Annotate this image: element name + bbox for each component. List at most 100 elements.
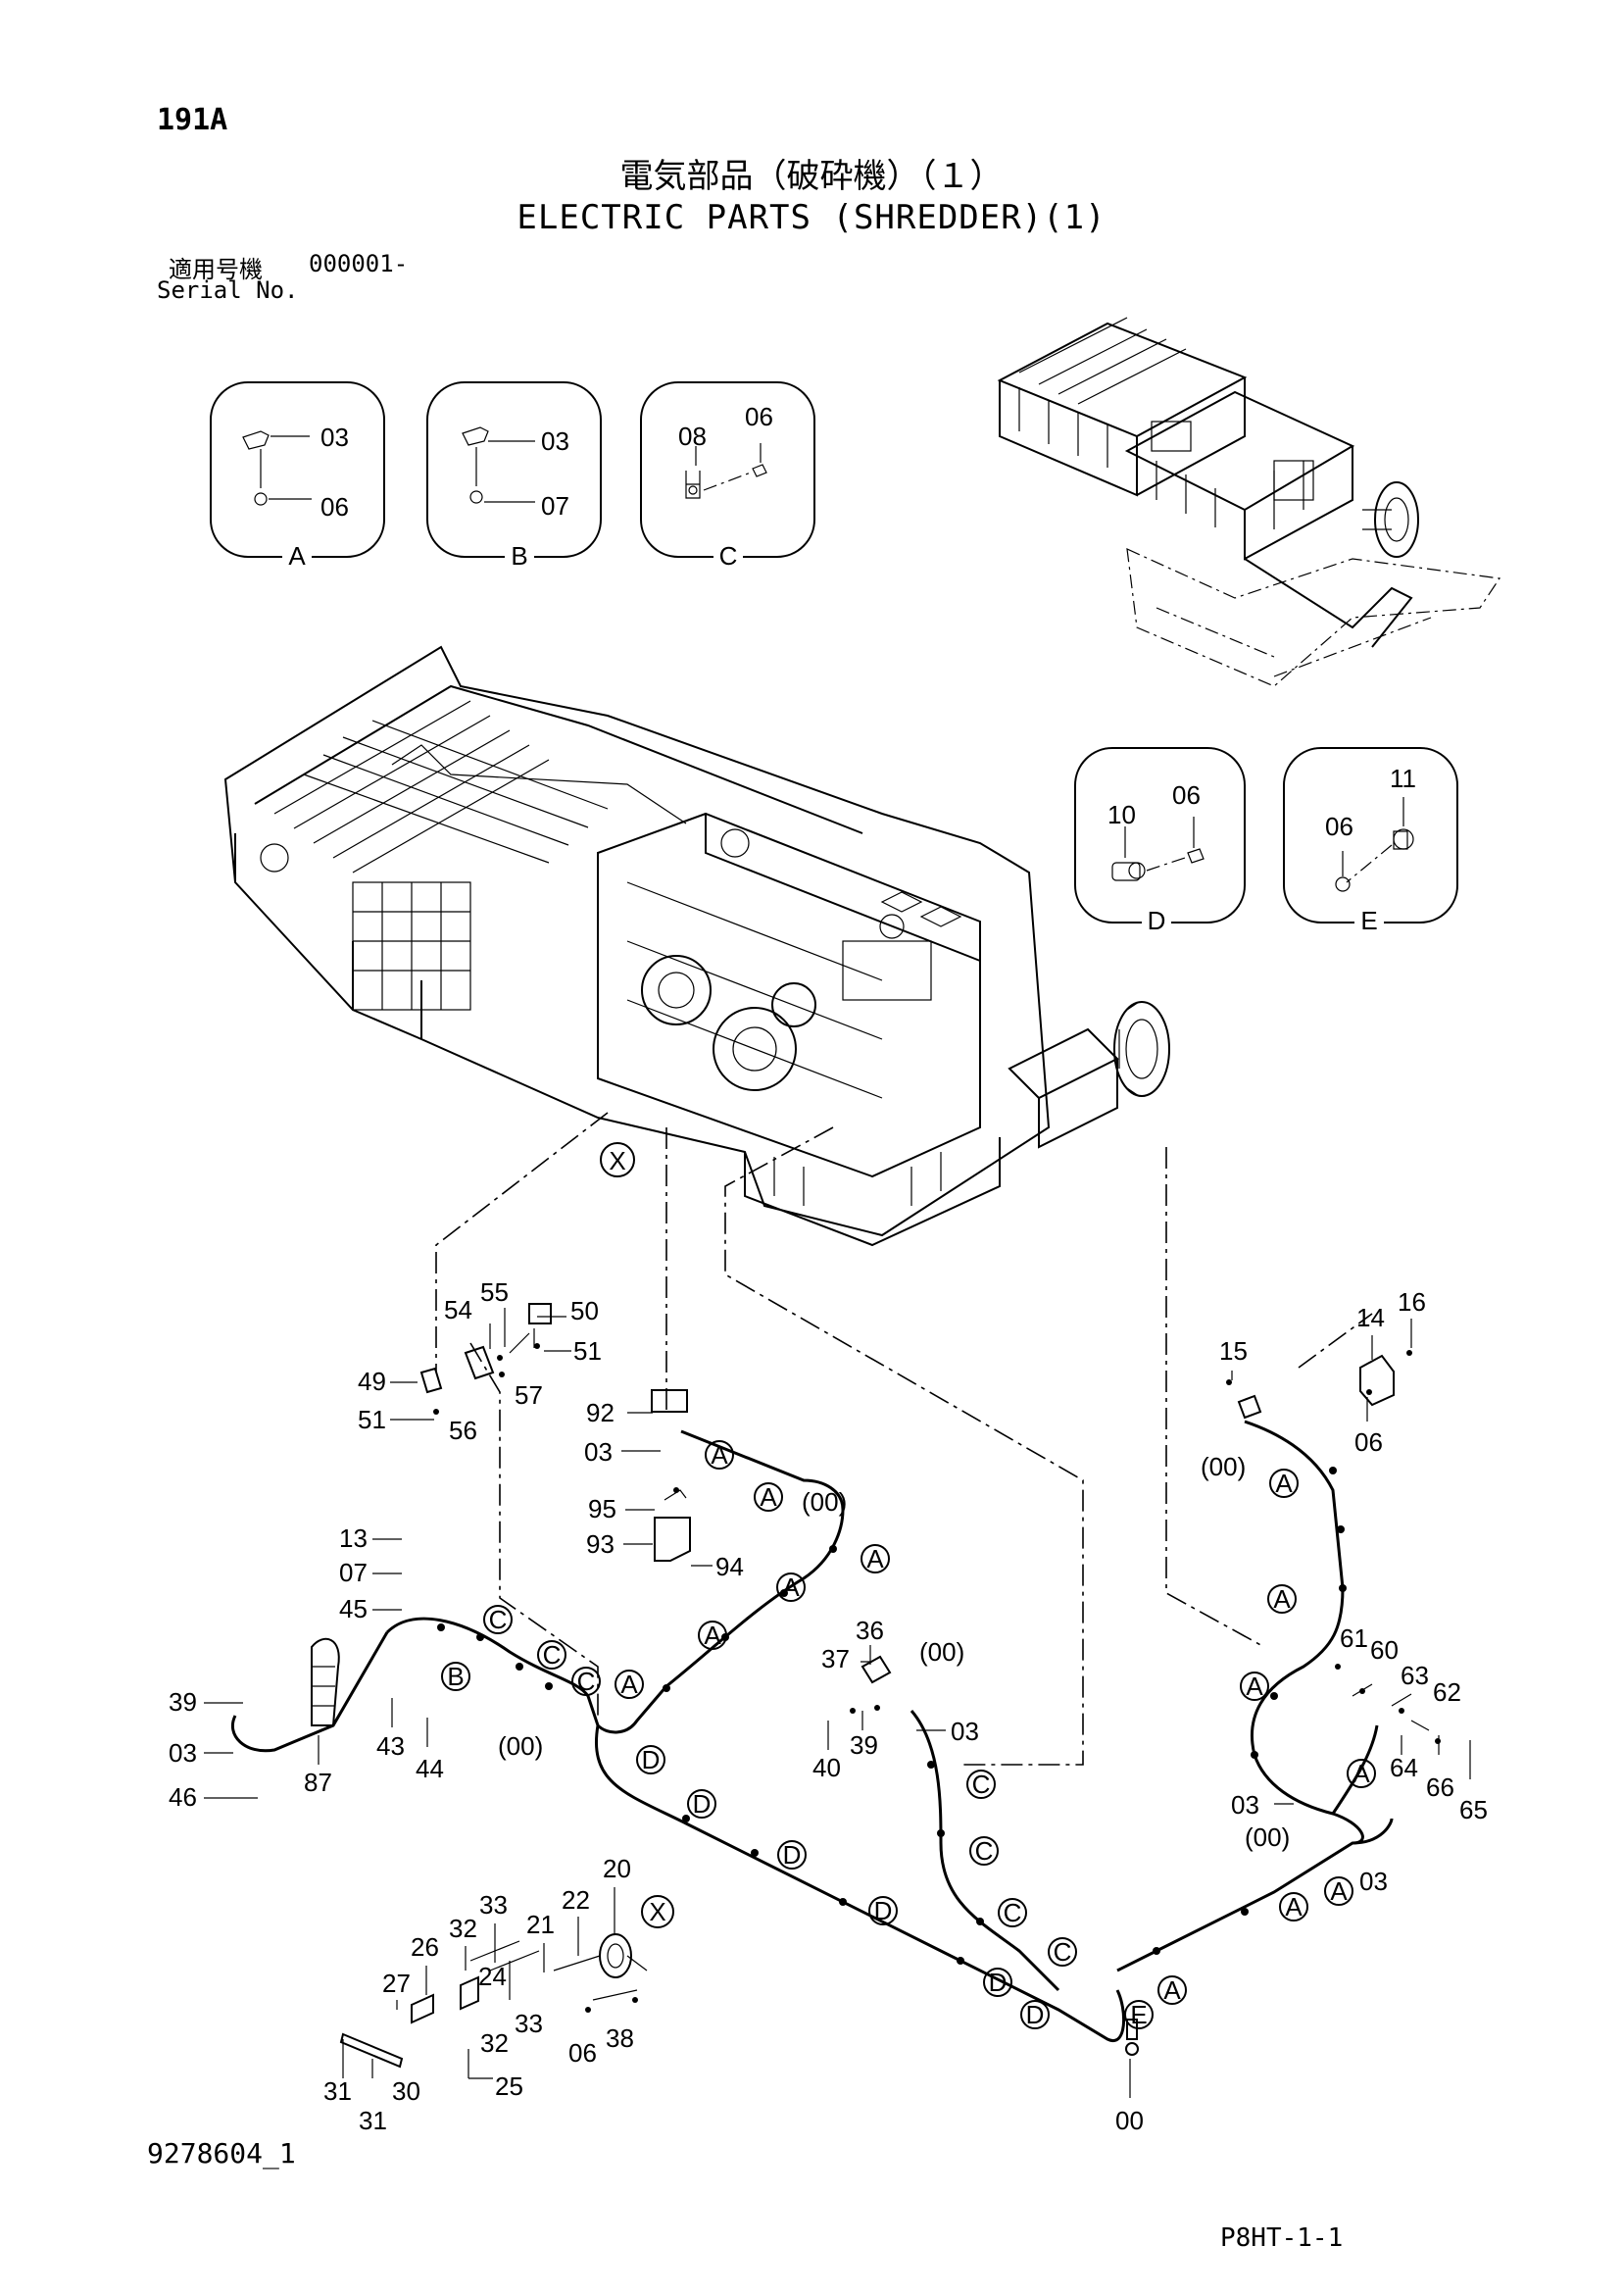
clip-marker-a: A — [698, 1621, 727, 1650]
part-label: 62 — [1433, 1677, 1461, 1707]
svg-text:A: A — [782, 1572, 800, 1602]
svg-text:A: A — [866, 1544, 884, 1573]
clip-marker-a: A — [615, 1670, 644, 1699]
part-label: 49 — [358, 1367, 386, 1396]
part-label: 44 — [416, 1754, 444, 1783]
svg-text:C: C — [972, 1770, 991, 1799]
part-label: 33 — [515, 2009, 543, 2038]
detail-view-b-letter: B — [511, 541, 527, 571]
part-label: 03 — [320, 423, 349, 452]
svg-text:C: C — [577, 1667, 596, 1696]
part-label: 92 — [586, 1398, 615, 1427]
part-label: 24 — [478, 1962, 507, 1991]
part-label: 03 — [169, 1738, 197, 1768]
svg-text:A: A — [1285, 1892, 1303, 1922]
clip-marker-a: A — [1267, 1584, 1297, 1614]
clip-marker-a: A — [1347, 1759, 1376, 1788]
svg-text:X: X — [609, 1146, 625, 1175]
clip-marker-c: C — [1048, 1937, 1077, 1967]
svg-text:B: B — [447, 1662, 464, 1691]
part-label: 22 — [562, 1885, 590, 1915]
svg-text:D: D — [874, 1896, 893, 1925]
part-label: 06 — [568, 2038, 597, 2068]
shredder-overview-illustration — [997, 317, 1501, 687]
part-label: 27 — [382, 1969, 411, 1998]
detail-view-a-letter: A — [288, 541, 306, 571]
part-label: 39 — [850, 1730, 878, 1760]
detail-view-c: C 08 06 — [640, 381, 815, 571]
svg-text:A: A — [760, 1482, 777, 1512]
part-label: 60 — [1370, 1635, 1399, 1665]
clip-marker-a: A — [754, 1482, 783, 1512]
view-marker-x-top: X — [600, 1142, 635, 1177]
svg-text:A: A — [1163, 1975, 1181, 2005]
harness-label: (00) — [498, 1731, 543, 1761]
part-label: 07 — [541, 491, 569, 521]
part-label: 87 — [304, 1768, 332, 1797]
clip-marker-c: C — [969, 1836, 999, 1866]
svg-text:A: A — [1246, 1672, 1263, 1701]
serial-value: 000001- — [309, 250, 409, 277]
svg-text:C: C — [489, 1605, 508, 1634]
clip-marker-d: D — [983, 1968, 1012, 1997]
part-label: 31 — [323, 2076, 352, 2106]
part-label: 03 — [1231, 1790, 1259, 1820]
part-label: 06 — [320, 492, 349, 522]
svg-text:A: A — [1352, 1759, 1370, 1788]
part-label: 32 — [449, 1914, 477, 1943]
clip-marker-a: A — [1279, 1892, 1308, 1922]
svg-text:A: A — [704, 1621, 721, 1650]
clip-marker-a: A — [776, 1572, 806, 1602]
part-label: 95 — [588, 1494, 616, 1523]
harness-label: (00) — [1201, 1452, 1246, 1481]
clip-marker-d: D — [868, 1896, 898, 1925]
harness-label: (00) — [1245, 1822, 1290, 1852]
svg-text:A: A — [620, 1670, 638, 1699]
clip-marker-d: D — [777, 1840, 807, 1870]
svg-text:D: D — [989, 1968, 1008, 1997]
part-label: 37 — [821, 1644, 850, 1673]
clip-marker-a: A — [1269, 1469, 1299, 1498]
part-label: 61 — [1340, 1623, 1368, 1653]
clip-marker-e: E — [1124, 2000, 1154, 2029]
part-label: 16 — [1398, 1287, 1426, 1317]
part-label: 20 — [603, 1854, 631, 1883]
part-label: 43 — [376, 1731, 405, 1761]
part-label: 06 — [1172, 780, 1201, 810]
clip-marker-a: A — [1240, 1672, 1269, 1701]
wiring-harness — [230, 1420, 1394, 2056]
svg-text:A: A — [1273, 1584, 1291, 1614]
svg-text:A: A — [711, 1440, 728, 1470]
detail-view-e-letter: E — [1360, 906, 1377, 935]
part-label: 10 — [1107, 800, 1136, 829]
part-label: 56 — [449, 1416, 477, 1445]
clip-marker-c: C — [571, 1667, 601, 1696]
part-label: 08 — [678, 422, 707, 451]
part-label: 38 — [606, 2023, 634, 2053]
part-label: 32 — [480, 2028, 509, 2058]
serial-label-japanese: 適用号機 — [169, 256, 263, 283]
part-label: 14 — [1356, 1303, 1385, 1332]
detail-view-d: D 10 06 — [1074, 747, 1246, 935]
svg-text:D: D — [693, 1789, 712, 1819]
clip-marker-c: C — [998, 1898, 1027, 1927]
part-label: 03 — [541, 426, 569, 456]
clip-marker-a: A — [705, 1440, 734, 1470]
clip-marker-a: A — [861, 1544, 890, 1573]
part-label: 65 — [1459, 1795, 1488, 1824]
svg-text:D: D — [783, 1840, 802, 1870]
part-label: 30 — [392, 2076, 420, 2106]
part-label: 15 — [1219, 1336, 1248, 1366]
part-label: 03 — [951, 1717, 979, 1746]
svg-text:D: D — [1026, 2000, 1045, 2029]
clip-marker-d: D — [1020, 2000, 1050, 2029]
clip-marker-a: A — [1157, 1975, 1187, 2005]
svg-text:A: A — [1275, 1469, 1293, 1498]
part-label: 57 — [515, 1380, 543, 1410]
clip-marker-b: B — [441, 1662, 470, 1691]
part-label: 93 — [586, 1529, 615, 1559]
part-label: 50 — [570, 1296, 599, 1325]
harness-clip-markers: A A A A A A C C C B D D D D D D C C C C … — [441, 1440, 1376, 2029]
part-label: 11 — [1390, 764, 1416, 793]
part-label: 26 — [411, 1932, 439, 1962]
